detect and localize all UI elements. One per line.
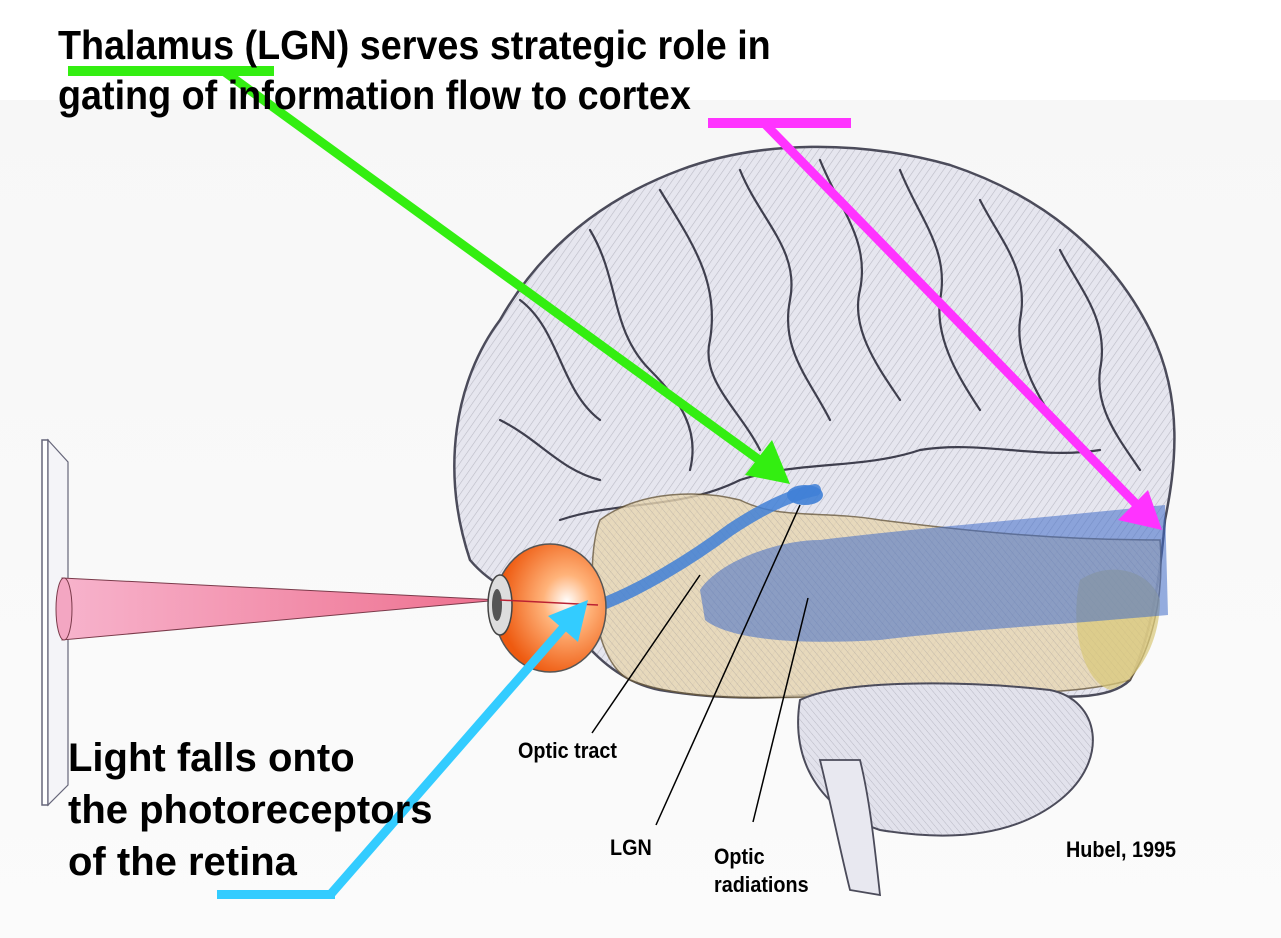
label-optic-radiations: Optic radiations	[714, 843, 809, 899]
title-line-1: Thalamus (LGN) serves strategic role in	[58, 20, 771, 70]
visual-pathway-band	[594, 484, 1168, 642]
optic-tract-leader	[591, 574, 701, 734]
retina-caption: Light falls onto the photoreceptors of t…	[68, 732, 432, 888]
thalamus-arrow	[68, 66, 790, 484]
title-thalamus-term: Thalamus	[58, 22, 235, 68]
brain-stem	[818, 759, 882, 897]
retina-arrow	[217, 600, 588, 899]
caption-line-3-text: of the	[68, 840, 188, 884]
cerebellum	[797, 682, 1094, 837]
label-leader-lines	[591, 504, 809, 826]
caption-line-1: Light falls onto	[68, 736, 355, 780]
label-optic-radiations-line-2: radiations	[714, 872, 809, 897]
label-lgn: LGN	[610, 835, 652, 860]
slide-title: Thalamus (LGN) serves strategic role in …	[58, 20, 771, 120]
title-cortex-term: cortex	[577, 72, 691, 118]
title-line-2-text: gating of information flow to	[58, 72, 578, 118]
cortex-arrow	[708, 118, 1162, 530]
caption-retina-term: retina	[187, 840, 297, 884]
label-optic-radiations-line-1: Optic	[714, 844, 765, 869]
caption-line-2: the photoreceptors	[68, 788, 433, 832]
title-line-2: gating of information flow to cortex	[58, 70, 771, 120]
caption-line-3: of the retina	[68, 836, 432, 888]
optic-radiations-leader	[752, 597, 809, 823]
lgn-leader	[655, 504, 801, 826]
citation-credit: Hubel, 1995	[1066, 837, 1177, 862]
label-optic-tract: Optic tract	[518, 738, 618, 763]
title-line-1-text: (LGN) serves strategic role in	[234, 22, 771, 68]
